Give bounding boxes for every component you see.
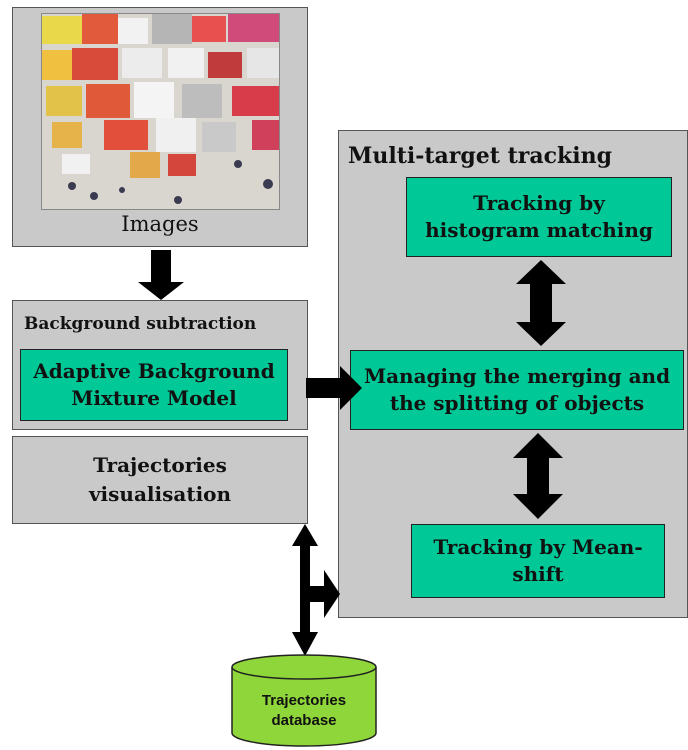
store-camera-image xyxy=(41,13,280,210)
tracking-by-mean-shift: Tracking by Mean-shift xyxy=(411,524,665,598)
arrow-database-to-tracking xyxy=(308,570,340,618)
arrow-background-to-merging xyxy=(306,366,362,410)
multi-target-tracking-title: Multi-target tracking xyxy=(348,143,612,169)
arrow-merging-meanshift xyxy=(513,433,563,519)
trajectories-visualisation-label: Trajectories visualisation xyxy=(88,453,232,506)
managing-merging-splitting: Managing the merging and the splitting o… xyxy=(350,350,684,430)
arrow-images-to-background xyxy=(138,250,184,300)
trajectories-database-label: Trajectories database xyxy=(261,692,347,730)
adaptive-background-mixture-model: Adaptive Background Mixture Model xyxy=(20,349,288,421)
trajectories-database-cylinder xyxy=(231,654,377,747)
trajectories-visualisation-panel: Trajectories visualisation xyxy=(12,436,308,524)
arrow-histogram-merging xyxy=(516,260,566,346)
background-subtraction-title: Background subtraction xyxy=(24,314,257,334)
arrow-visualisation-database xyxy=(292,524,318,656)
tracking-by-histogram-matching: Tracking by histogram matching xyxy=(406,177,672,257)
images-label: Images xyxy=(121,212,199,236)
